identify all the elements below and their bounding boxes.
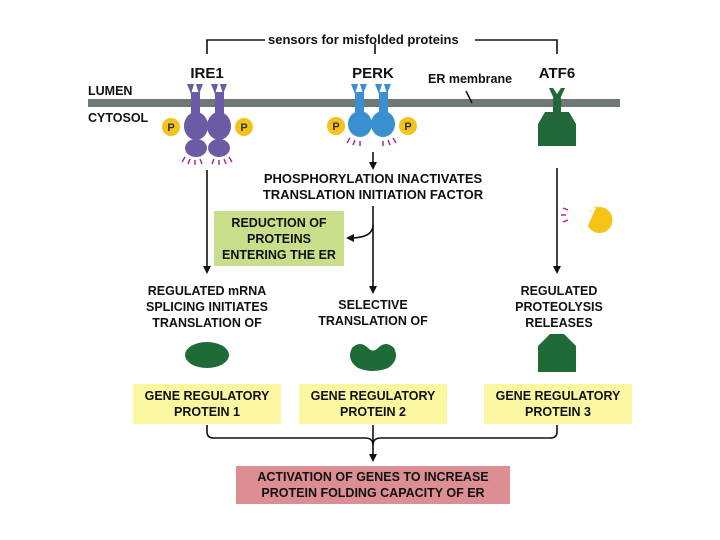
gene-regulatory-protein-3-shape <box>538 334 576 372</box>
ire1-phospho-right: P <box>235 118 253 136</box>
phospho-label: P <box>167 122 174 134</box>
gene-regulatory-protein-2-shape <box>350 344 396 371</box>
perk-receptor <box>346 84 397 146</box>
gene-regulatory-protein-1-shape <box>185 342 229 368</box>
er-membrane-pointer <box>465 90 473 104</box>
perk-phospho-right: P <box>399 117 417 135</box>
ire1-phospho-left: P <box>162 118 180 136</box>
atf6-title: ATF6 <box>538 65 576 82</box>
convergence-bracket <box>206 425 558 462</box>
ire1-title: IRE1 <box>190 65 224 82</box>
cytosol-label: CYTOSOL <box>88 111 149 125</box>
er-membrane <box>88 99 620 107</box>
ire1-receptor <box>181 84 233 165</box>
phospho-label: P <box>332 121 339 133</box>
phospho-label: P <box>240 122 247 134</box>
perk-phospho-left: P <box>327 117 345 135</box>
perk-title: PERK <box>352 65 394 82</box>
er-membrane-label: ER membrane <box>428 72 513 86</box>
sensors-bracket <box>206 39 558 54</box>
phospho-label: P <box>404 121 411 133</box>
atf6-receptor <box>538 88 576 146</box>
lumen-label: LUMEN <box>88 84 133 98</box>
arrow-to-reduction <box>346 224 374 242</box>
protease-icon <box>561 205 613 233</box>
sensors-label: sensors for misfolded proteins <box>268 32 459 47</box>
